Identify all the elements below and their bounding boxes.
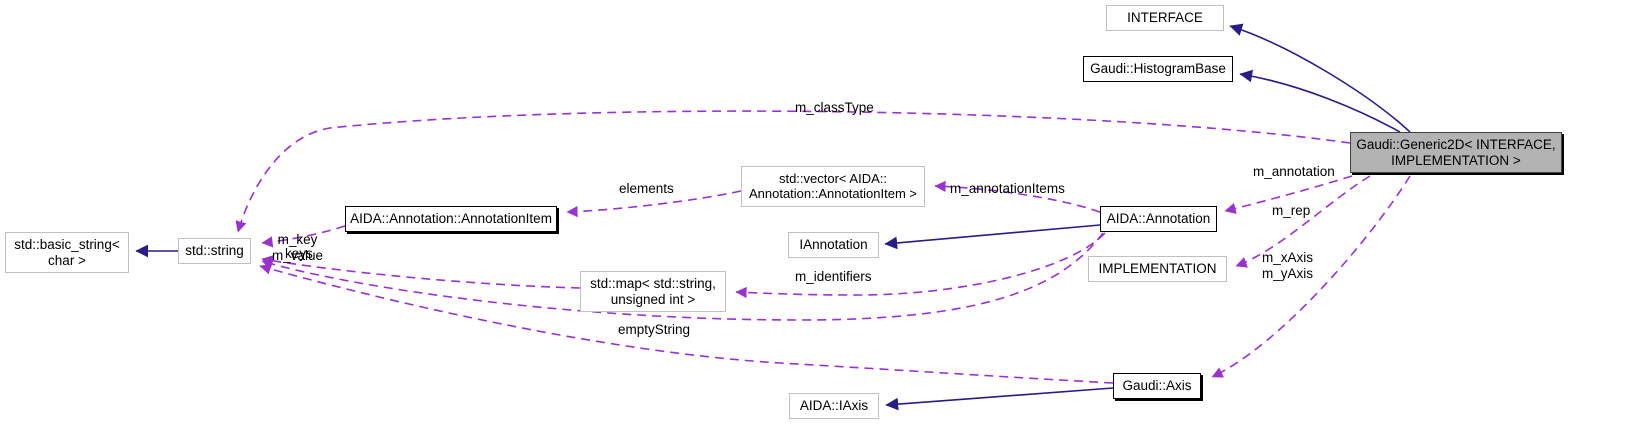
edge-label-elements: elements [619, 181, 674, 196]
inheritance-edges [135, 23, 1411, 411]
edge-label-m-annotationitems: m_annotationItems [950, 181, 1065, 196]
edge-label-emptystring: emptyString [618, 322, 691, 337]
edge-gaudiaxis-to-iaxis [885, 387, 1114, 411]
node-aida-annotation[interactable]: AIDA::Annotation [1100, 206, 1217, 232]
edge-label-m-rep: m_rep [1272, 203, 1311, 218]
node-gaudi-generic2d[interactable]: Gaudi::Generic2D< INTERFACE, IMPLEMENTAT… [1350, 132, 1562, 173]
edge-generic2d-to-histogrambase [1239, 69, 1401, 133]
node-aida-iaxis[interactable]: AIDA::IAxis [789, 393, 879, 419]
node-interface[interactable]: INTERFACE [1106, 5, 1224, 31]
edge-label-keys: keys [285, 246, 313, 261]
node-gaudi-axis[interactable]: Gaudi::Axis [1113, 373, 1201, 399]
node-iannotation[interactable]: IAnnotation [788, 232, 879, 258]
edge-label-m-annotation: m_annotation [1253, 164, 1335, 179]
edge-generic2d-to-interface [1229, 23, 1411, 133]
node-std-vector-annotationitem[interactable]: std::vector< AIDA:: Annotation::Annotati… [741, 166, 925, 207]
node-aida-annotation-annotationitem[interactable]: AIDA::Annotation::AnnotationItem [345, 206, 557, 232]
edge-label-m-xaxis-m-yaxis: m_xAxis m_yAxis [1262, 250, 1314, 281]
node-std-string[interactable]: std::string [178, 238, 251, 264]
node-std-map-string-uint[interactable]: std::map< std::string, unsigned int > [580, 271, 726, 312]
node-implementation[interactable]: IMPLEMENTATION [1088, 256, 1227, 282]
node-gaudi-histogrambase[interactable]: Gaudi::HistogramBase [1083, 56, 1233, 82]
edge-label-m-classtype: m_classType [795, 100, 874, 115]
edge-label-m-identifiers: m_identifiers [795, 269, 872, 284]
node-std-basic-string[interactable]: std::basic_string< char > [5, 232, 129, 273]
edge-label-m-key-m-value: m_key m_value [272, 232, 324, 263]
edge-annotation-to-iannotation [884, 224, 1101, 250]
